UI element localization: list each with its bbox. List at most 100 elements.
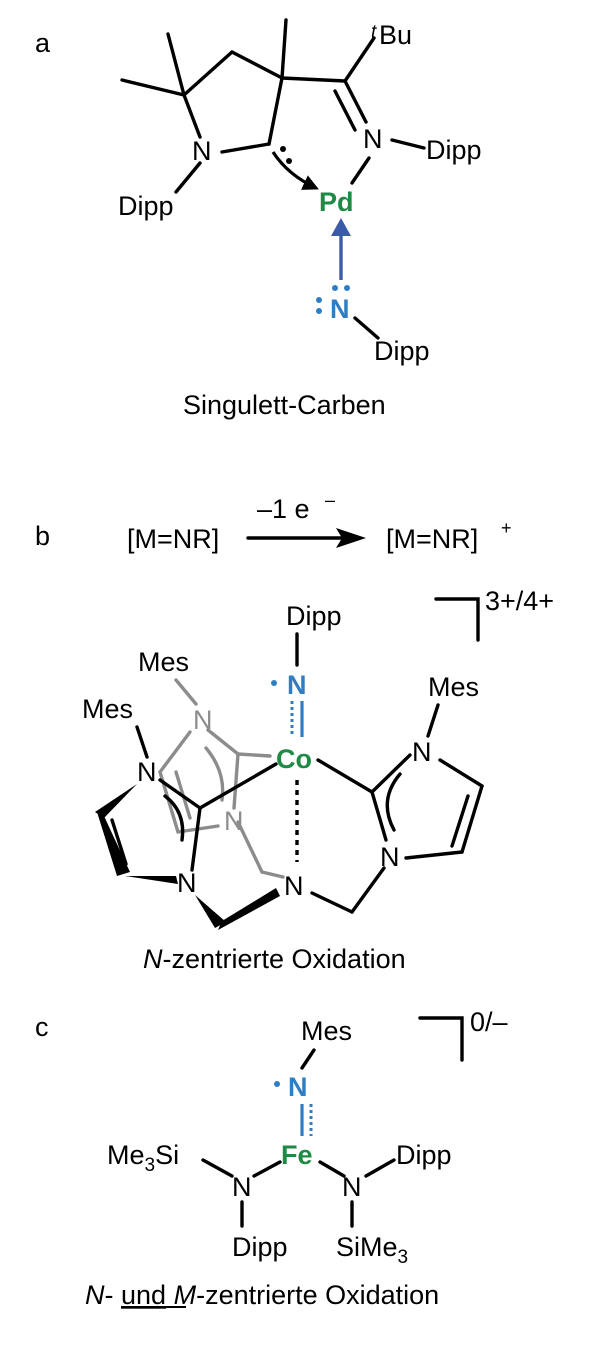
n-grey-top-label: N (193, 705, 213, 735)
bond-n-dipp-c-right (364, 1158, 396, 1178)
caption-c-m: M (174, 1280, 197, 1310)
caption-c: N- und M-zentrierte Oxidation (85, 1280, 439, 1310)
bond-methyl-a1 (166, 32, 186, 97)
bond-si-n-left (201, 1158, 234, 1178)
bond-n-pd (350, 156, 371, 185)
mes-c-label: Mes (301, 1016, 352, 1046)
bond-mes-n-left (135, 725, 149, 759)
n-radical-dot-2 (316, 308, 322, 314)
arc-right (385, 772, 402, 832)
panel-b-letter: b (35, 521, 50, 551)
bond-n-fe-left (252, 1160, 282, 1178)
bond-methyl-a2 (120, 78, 186, 97)
bond-cn-double-2 (333, 89, 357, 132)
bond-mes-n-right (426, 703, 440, 738)
bond-left-inner (110, 818, 128, 866)
carbene-lone-pair-dot-2 (286, 158, 292, 164)
dipp-b-label: Dipp (286, 601, 342, 631)
reactant-label: [M=NR] (127, 524, 219, 554)
right-imidazole: Mes N N (316, 672, 484, 872)
caption-c-und: und (121, 1280, 166, 1310)
arrow-carbene-pd (271, 151, 319, 190)
me3si-left-b: Si (155, 1140, 179, 1170)
caption-c-n: N (85, 1280, 105, 1310)
bond-grey-3 (158, 730, 192, 774)
reaction-arrow-head (336, 528, 366, 548)
panel-a-bonds (120, 18, 426, 340)
arc-grey (204, 746, 225, 802)
n-lone-pair-dot-1 (332, 285, 338, 291)
bond-methyl-a3 (280, 18, 288, 80)
charge-bracket-c (418, 1016, 464, 1062)
n-imine-label: N (363, 124, 383, 154)
bond-grey-mes (174, 678, 198, 706)
bond-amine-ch2-r2 (350, 866, 386, 914)
n-radical-dot-1 (316, 297, 322, 303)
reagent-superscript: – (325, 490, 335, 510)
me3si-left-sub: 3 (145, 1155, 156, 1176)
n-grey-bottom-label: N (224, 806, 244, 836)
sime3-sub: 3 (398, 1247, 409, 1268)
charge-bracket-b (434, 597, 480, 642)
wedge-left-1 (95, 784, 137, 818)
dipp-left-label: Dipp (118, 191, 174, 221)
bond-ring-spiro-carbene (267, 76, 284, 146)
caption-b-rest: -zentrierte Oxidation (163, 944, 406, 974)
bond-left-c-n2 (190, 806, 202, 872)
panel-c: c 0/– Mes N Fe Me3Si N Dipp N Dipp SiMe3… (35, 1007, 508, 1310)
caption-c-dash: - (105, 1280, 122, 1310)
wedge-left-3 (125, 876, 178, 884)
sime3-label: SiMe3 (336, 1232, 408, 1268)
bond-grey-8 (260, 870, 285, 879)
n-left-bottom-label: N (177, 868, 197, 898)
dipp-right-c-label: Dipp (396, 1140, 452, 1170)
me3si-left-a: Me (107, 1140, 145, 1170)
wedge-left-2 (97, 812, 130, 876)
bond-right-2b (450, 794, 470, 848)
bond-ring-3 (182, 93, 202, 139)
bond-ring-n-carbene (220, 142, 271, 154)
n-left-c-label: N (232, 1172, 252, 1202)
bond-mes-n-c (300, 1048, 316, 1070)
bond-n-dipp-left (174, 161, 202, 194)
bond-fe-n-right (318, 1160, 346, 1178)
n-right-bottom-label: N (380, 842, 400, 872)
wedge-ch2-2 (218, 888, 280, 930)
bond-n-dipp-bottom (353, 316, 380, 340)
bond-right-c-n2 (370, 790, 388, 842)
bond-spiro-imine (280, 76, 347, 83)
left-imidazole: Mes N N (82, 694, 280, 930)
bond-right-co-c (316, 758, 374, 794)
caption-a: Singulett-Carben (183, 390, 386, 420)
panel-a-letter: a (35, 28, 51, 58)
arrow-n-pd-head (331, 218, 351, 236)
bond-right-3 (404, 850, 464, 860)
bond-right-n-c (370, 753, 412, 794)
wedge-ch2-1 (195, 895, 226, 928)
n-lone-pair-dot-2 (344, 285, 350, 291)
panel-b: b [M=NR] –1 e – [M=NR] + 3+/4+ Dipp N Co… (35, 490, 554, 974)
bond-imine-tbu (343, 36, 376, 83)
caption-c-rest: -zentrierte Oxidation (196, 1280, 439, 1310)
n-amine-label: N (284, 871, 304, 901)
bond-left-n-c (158, 778, 202, 810)
mes-top-label: Mes (138, 647, 189, 677)
sime3-a: SiMe (336, 1232, 398, 1262)
n-right-c-label: N (342, 1172, 362, 1202)
n-ring-label: N (192, 136, 212, 166)
tbu-superscript: t (371, 22, 377, 43)
bond-cn-double-1 (343, 79, 368, 124)
n-imido-label-c: N (288, 1072, 308, 1102)
panel-a: a (35, 18, 482, 420)
bond-grey-1 (206, 728, 240, 756)
dipp-bottom-label: Dipp (374, 336, 430, 366)
n-radical-dot-b (271, 680, 277, 686)
carbene-lone-pair-dot-1 (280, 146, 286, 152)
bond-amine-ch2-r1 (310, 891, 354, 914)
caption-b-italic: N (143, 944, 163, 974)
grey-imidazole: N N Mes (138, 647, 285, 879)
panel-c-letter: c (35, 1012, 49, 1042)
bond-left-c-co (198, 762, 278, 810)
dipp-bottom-c-label: Dipp (232, 1232, 288, 1262)
product-superscript: + (501, 518, 512, 538)
